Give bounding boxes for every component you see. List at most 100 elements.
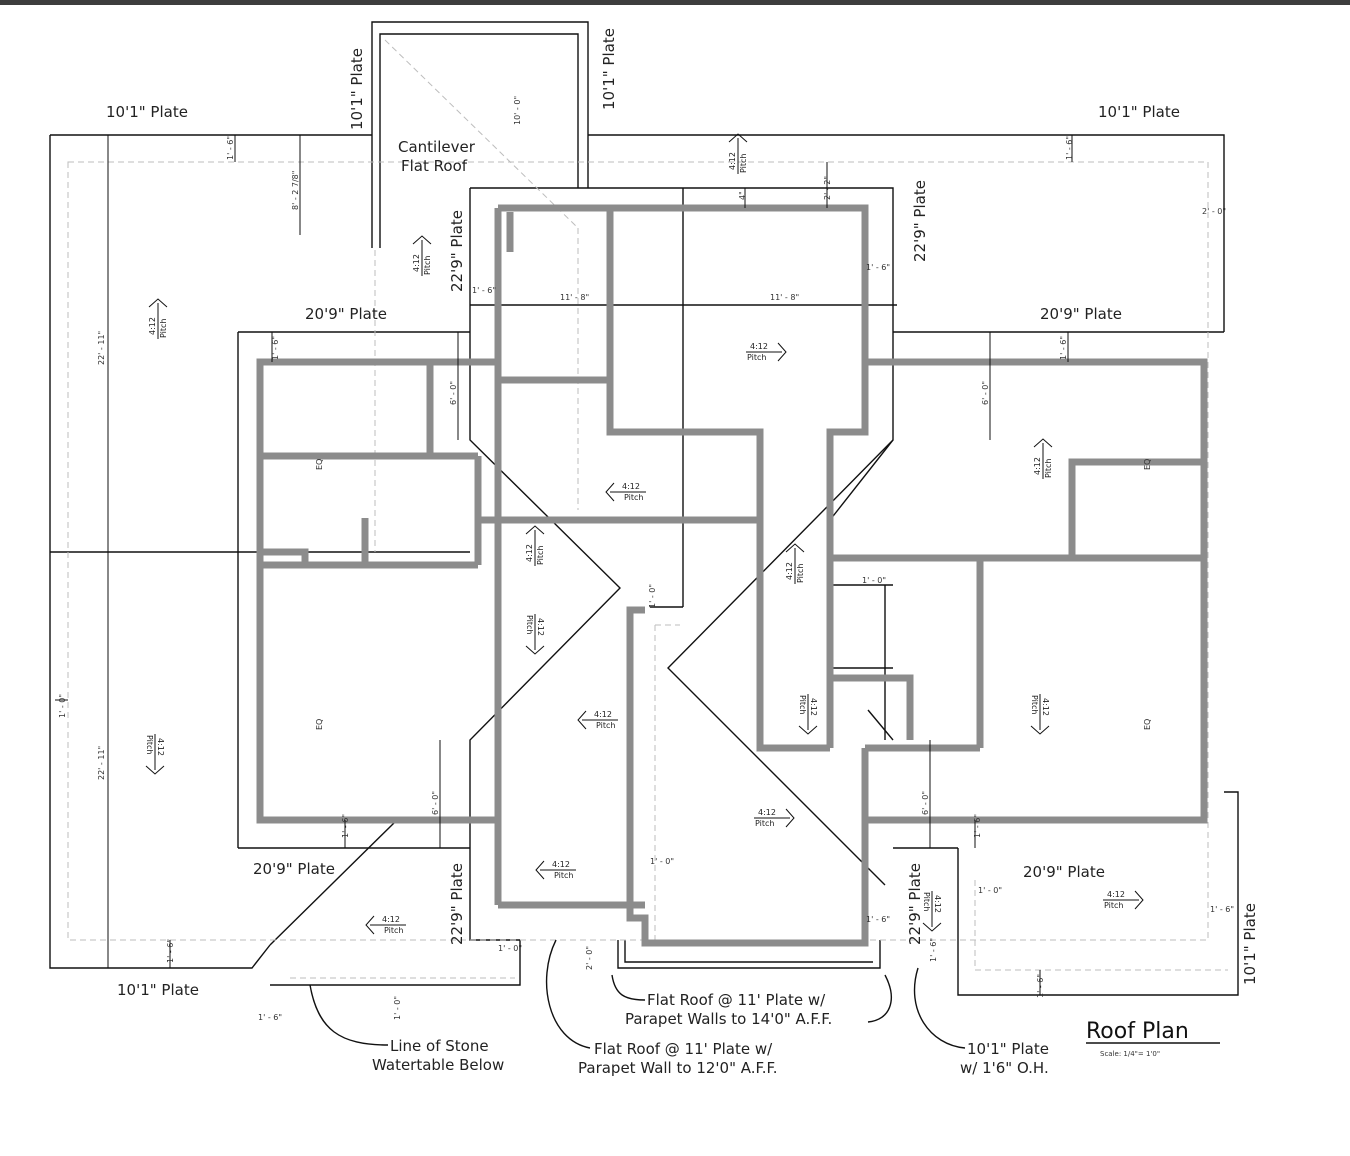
scale-label: Scale: 1/4"= 1'0": [1100, 1050, 1160, 1058]
note-stone-line1: Line of Stone: [390, 1037, 489, 1055]
svg-text:4:12: 4:12: [1107, 890, 1125, 899]
dim-label: 1' - 0": [648, 584, 657, 608]
pitch-marker: 4:12 Pitch: [525, 614, 545, 655]
dashed-lines: [67, 39, 1228, 979]
dim-label: 1' - 6": [1059, 336, 1068, 360]
dimension-labels: 1' - 6" 8' - 2 7/8" 22' - 11" 22' - 11" …: [58, 96, 1234, 1022]
pitch-marker: 4:12 Pitch: [577, 710, 618, 730]
svg-text:4:12: 4:12: [552, 860, 570, 869]
cantilever-label-line1: Cantilever: [398, 138, 476, 156]
svg-text:Pitch: Pitch: [554, 871, 573, 880]
svg-text:4:12: 4:12: [750, 342, 768, 351]
dim-label: EQ: [315, 459, 324, 470]
note-flat14-line2: Parapet Walls to 14'0" A.F.F.: [625, 1010, 832, 1028]
svg-text:Pitch: Pitch: [1044, 459, 1053, 478]
plate-label-mid-left: 20'9" Plate: [305, 305, 387, 323]
pitch-marker: 4:12 Pitch: [728, 133, 748, 174]
dim-label: EQ: [1143, 719, 1152, 730]
svg-text:4:12: 4:12: [933, 895, 942, 913]
dim-label: 4": [738, 191, 747, 200]
pitch-marker: 4:12 Pitch: [746, 342, 787, 362]
note-flat14-line1: Flat Roof @ 11' Plate w/: [647, 991, 826, 1009]
pitch-marker: 4:12 Pitch: [535, 860, 576, 880]
pitch-marker: 4:12 Pitch: [922, 891, 942, 932]
dim-label: 1' - 6": [866, 263, 890, 272]
dim-label: 6' - 0": [921, 791, 930, 815]
plate-label-cantilever-left: 10'1" Plate: [348, 48, 366, 130]
dim-label: 8' - 2 7/8": [291, 171, 300, 210]
dim-label: 1' - 0": [393, 996, 402, 1020]
pitch-marker: 4:12 Pitch: [785, 543, 805, 584]
svg-text:Pitch: Pitch: [739, 154, 748, 173]
svg-text:4:12: 4:12: [594, 710, 612, 719]
dim-label: 2' - 0": [1202, 207, 1226, 216]
plate-label-center-top-right: 22'9" Plate: [911, 180, 929, 262]
svg-text:Pitch: Pitch: [1104, 901, 1123, 910]
pitch-marker: 4:12 Pitch: [1030, 694, 1050, 735]
page-title: Roof Plan: [1086, 1019, 1189, 1044]
dim-label: 11' - 8": [770, 293, 799, 302]
note-stone-line2: Watertable Below: [372, 1056, 504, 1074]
dim-label: 6' - 0": [431, 791, 440, 815]
dim-label: 1' - 6": [1036, 974, 1045, 998]
pitch-marker: 4:12 Pitch: [1103, 890, 1144, 910]
svg-text:Pitch: Pitch: [159, 319, 168, 338]
dim-label: 22' - 11": [97, 746, 106, 780]
leader-notes: Line of Stone Watertable Below Flat Roof…: [309, 939, 1049, 1077]
plate-label-lower-right: 20'9" Plate: [1023, 863, 1105, 881]
pitch-marker: 4:12 Pitch: [412, 235, 432, 276]
pitch-marker: 4:12 Pitch: [605, 482, 646, 502]
dim-label: 1' - 0": [862, 576, 886, 585]
pitch-markers: 4:12 Pitch 4:12 Pitch 4:12 Pitch 4:12 Pi…: [145, 133, 1144, 935]
svg-text:Pitch: Pitch: [384, 926, 403, 935]
dim-label: 1' - 6": [929, 938, 938, 962]
svg-text:Pitch: Pitch: [798, 695, 807, 714]
svg-text:4:12: 4:12: [809, 698, 818, 716]
plate-label-center-top-left: 22'9" Plate: [448, 210, 466, 292]
dim-label: 1' - 6": [166, 939, 175, 963]
svg-text:4:12: 4:12: [148, 317, 157, 335]
dim-label: 1' - 6": [472, 286, 496, 295]
dim-label: 1' - 0": [978, 886, 1002, 895]
dim-label: 1' - 6": [258, 1013, 282, 1022]
svg-text:4:12: 4:12: [785, 562, 794, 580]
title-block: Roof Plan Scale: 1/4"= 1'0": [1086, 1019, 1220, 1058]
svg-text:Pitch: Pitch: [922, 892, 931, 911]
svg-text:Pitch: Pitch: [525, 615, 534, 634]
svg-text:Pitch: Pitch: [596, 721, 615, 730]
plate-label-cantilever-right: 10'1" Plate: [600, 28, 618, 110]
pitch-marker: 4:12 Pitch: [1033, 438, 1053, 479]
dim-label: 1' - 6": [1065, 136, 1074, 160]
pitch-marker: 4:12 Pitch: [525, 525, 545, 566]
svg-text:Pitch: Pitch: [747, 353, 766, 362]
dim-label: 2' - 0": [585, 946, 594, 970]
plate-label-lower-left: 20'9" Plate: [253, 860, 335, 878]
dimension-lines: [55, 135, 1073, 995]
dim-label: 1' - 0": [498, 944, 522, 953]
dim-label: 1' - 6": [271, 336, 280, 360]
note-oh-line2: w/ 1'6" O.H.: [960, 1059, 1049, 1077]
plate-label-top-right: 10'1" Plate: [1098, 103, 1180, 121]
dim-label: 1' - 0": [650, 857, 674, 866]
dim-label: EQ: [315, 719, 324, 730]
svg-text:4:12: 4:12: [758, 808, 776, 817]
svg-text:4:12: 4:12: [382, 915, 400, 924]
dim-label: 6' - 0": [981, 381, 990, 405]
dim-label: 1' - 6": [866, 915, 890, 924]
svg-text:4:12: 4:12: [525, 544, 534, 562]
dim-label: 1' - 6": [973, 814, 982, 838]
svg-text:4:12: 4:12: [1033, 457, 1042, 475]
plate-label-center-bottom-right: 22'9" Plate: [906, 863, 924, 945]
walls: [256, 204, 1208, 947]
dim-label: EQ: [1143, 459, 1152, 470]
svg-text:4:12: 4:12: [536, 618, 545, 636]
dim-label: 22' - 11": [97, 331, 106, 365]
svg-text:Pitch: Pitch: [423, 256, 432, 275]
svg-text:4:12: 4:12: [728, 152, 737, 170]
plate-labels: 10'1" Plate 10'1" Plate 10'1" Plate 10'1…: [106, 28, 1259, 999]
plate-label-mid-right: 20'9" Plate: [1040, 305, 1122, 323]
dim-label: 1' - 6": [1210, 905, 1234, 914]
svg-text:Pitch: Pitch: [1030, 695, 1039, 714]
dim-label: 6' - 0": [449, 381, 458, 405]
